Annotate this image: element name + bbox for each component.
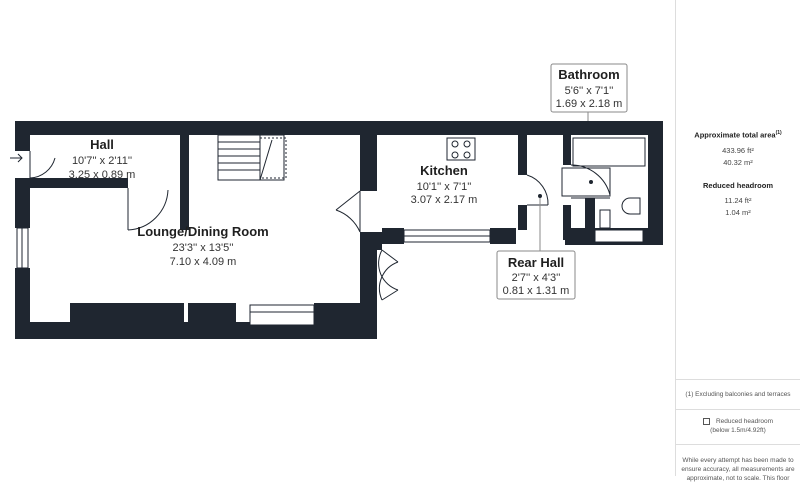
hall-metric: 3.25 x 0.89 m [69,169,136,181]
room-label-hall: Hall 10'7'' x 2'11'' 3.25 x 0.89 m [69,137,136,181]
kitchen-name: Kitchen [420,163,468,178]
bathroom-metric: 1.69 x 2.18 m [556,98,623,110]
reduced-headroom-m: 1.04 m² [725,208,751,217]
bathroom-name: Bathroom [558,67,619,82]
callout-rear-hall: Rear Hall 2'7'' x 4'3'' 0.81 x 1.31 m [496,194,576,300]
total-area-block: Approximate total area(1) 433.96 ft² 40.… [676,128,800,169]
divider [676,409,800,410]
doors [29,151,611,301]
reduced-headroom-ft: 11.24 ft² [724,196,752,205]
lounge-imperial: 23'3'' x 13'5'' [173,242,234,254]
legend-sub: (below 1.5m/4.92ft) [710,427,766,434]
callout-bathroom: Bathroom 5'6'' x 7'1'' 1.69 x 2.18 m [550,63,628,121]
divider [676,379,800,380]
exterior-walls [15,121,663,339]
room-label-kitchen: Kitchen 10'1'' x 7'1'' 3.07 x 2.17 m [411,163,478,206]
staircase [217,134,287,181]
floor-plan: Hall 10'7'' x 2'11'' 3.25 x 0.89 m Loung… [10,63,663,339]
rear-hall-metric: 0.81 x 1.31 m [503,285,570,297]
kitchen-imperial: 10'1'' x 7'1'' [417,181,472,193]
footnote: (1) Excluding balconies and terraces [685,391,791,398]
total-area-m: 40.32 m² [723,157,753,167]
legend: Reduced headroom (below 1.5m/4.92ft) [676,417,800,435]
bathroom-imperial: 5'6'' x 7'1'' [565,85,614,97]
lounge-metric: 7.10 x 4.09 m [170,256,237,268]
reduced-headroom-title: Reduced headroom [702,181,773,190]
hall-name: Hall [90,137,114,152]
rear-hall-imperial: 2'7'' x 4'3'' [512,272,561,284]
total-area-sup: (1) [775,130,782,136]
fixtures [10,137,646,229]
room-label-lounge: Lounge/Dining Room 23'3'' x 13'5'' 7.10 … [137,224,268,268]
disclaimer-line-3: approximate, not to scale. This floor [686,475,790,482]
rear-hall-name: Rear Hall [508,255,564,270]
legend-label: Reduced headroom [715,418,774,425]
kitchen-metric: 3.07 x 2.17 m [411,194,478,206]
area-sidebar: Approximate total area(1) 433.96 ft² 40.… [675,0,800,482]
disclaimer-line-1: While every attempt has been made to [682,457,794,464]
divider [676,444,800,445]
legend-swatch-icon [702,417,710,425]
hall-imperial: 10'7'' x 2'11'' [72,155,132,167]
total-area-ft: 433.96 ft² [722,145,754,155]
lounge-name: Lounge/Dining Room [137,224,268,239]
reduced-headroom-block: Reduced headroom 11.24 ft² 1.04 m² [676,181,800,219]
disclaimer: While every attempt has been made to ens… [676,456,800,483]
total-area-title: Approximate total area [694,130,776,140]
interior-walls [30,135,595,240]
windows [16,227,644,326]
disclaimer-line-2: ensure accuracy, all measurements are [681,466,795,473]
